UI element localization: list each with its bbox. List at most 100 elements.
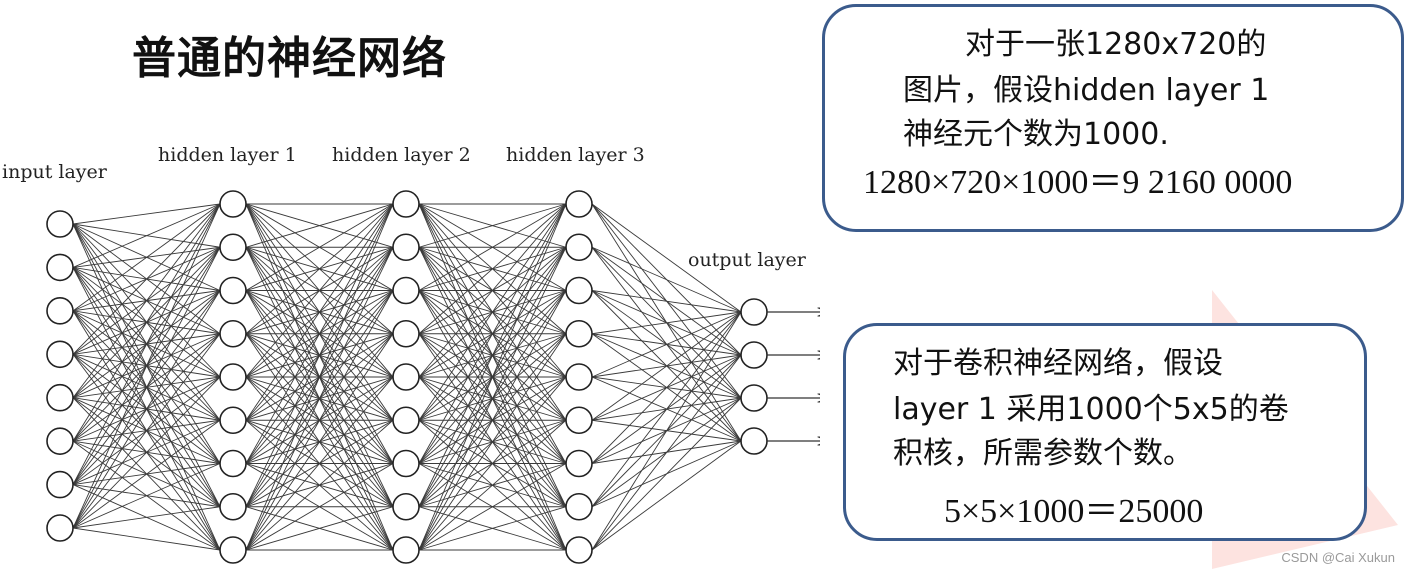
neuron-node bbox=[565, 406, 593, 435]
connection-line bbox=[418, 203, 567, 507]
connection-line bbox=[72, 203, 221, 355]
connection-line bbox=[245, 247, 394, 551]
connection-line bbox=[418, 203, 567, 335]
connection-line bbox=[72, 203, 221, 442]
neuron-node bbox=[46, 383, 74, 412]
neuron-node bbox=[219, 492, 247, 521]
connection-line bbox=[245, 333, 394, 551]
connection-line bbox=[72, 463, 221, 529]
neuron-node bbox=[565, 492, 593, 521]
fully-connected-callout: 对于一张1280x720的 图片，假设hidden layer 1 神经元个数为… bbox=[822, 4, 1404, 232]
callout-line: 神经元个数为1000. bbox=[903, 117, 1169, 152]
connection-line bbox=[418, 203, 567, 378]
connection-line bbox=[418, 203, 567, 291]
connection-lines bbox=[72, 203, 742, 551]
neuron-node bbox=[219, 276, 247, 305]
neuron-node bbox=[46, 427, 74, 455]
connection-line bbox=[72, 203, 221, 312]
output-arrows bbox=[767, 312, 820, 441]
connection-line bbox=[418, 376, 567, 551]
neuron-node bbox=[219, 190, 247, 218]
callout-line: 对于卷积神经网络，假设 bbox=[893, 346, 1223, 381]
connection-line bbox=[72, 203, 221, 398]
neuron-node bbox=[392, 406, 420, 435]
neuron-node bbox=[219, 319, 247, 348]
neuron-node bbox=[740, 384, 768, 412]
connection-line bbox=[245, 376, 394, 551]
neuron-node bbox=[565, 233, 593, 262]
connection-line bbox=[245, 203, 394, 378]
connection-line bbox=[591, 311, 742, 464]
neuron-node bbox=[392, 363, 420, 391]
connection-line bbox=[72, 203, 221, 225]
connection-line bbox=[245, 203, 394, 291]
neuron-node bbox=[392, 276, 420, 305]
connection-line bbox=[418, 247, 567, 551]
neuron-node bbox=[46, 297, 74, 325]
neuron-node bbox=[565, 190, 593, 218]
parameter-formula: 5×5×1000＝25000 bbox=[944, 493, 1204, 530]
connection-line bbox=[418, 203, 567, 421]
connection-line bbox=[418, 333, 567, 551]
connection-line bbox=[591, 311, 742, 551]
connection-line bbox=[72, 376, 221, 529]
neuron-node bbox=[740, 341, 768, 369]
connection-line bbox=[418, 203, 567, 464]
connection-line bbox=[72, 419, 221, 529]
input-layer-label: input layer bbox=[2, 161, 108, 183]
neuron-node bbox=[392, 190, 420, 218]
neuron-node bbox=[219, 233, 247, 262]
neuron-node bbox=[565, 363, 593, 391]
neuron-node bbox=[392, 449, 420, 478]
connection-line bbox=[418, 419, 567, 551]
connection-line bbox=[72, 333, 221, 529]
connection-line bbox=[72, 290, 221, 529]
neuron-node bbox=[392, 492, 420, 521]
connection-line bbox=[418, 463, 567, 551]
connection-line bbox=[245, 203, 394, 421]
connection-line bbox=[591, 397, 742, 551]
callout-line: 积核，所需参数个数。 bbox=[893, 436, 1193, 471]
neuron-nodes bbox=[46, 190, 768, 564]
connection-line bbox=[72, 203, 221, 529]
connection-line bbox=[418, 203, 567, 551]
connection-line bbox=[72, 203, 221, 485]
connection-line bbox=[591, 311, 742, 335]
connection-line bbox=[418, 290, 567, 551]
connection-line bbox=[245, 419, 394, 551]
connection-line bbox=[245, 203, 394, 464]
connection-line bbox=[591, 311, 742, 508]
connection-line bbox=[591, 311, 742, 421]
callout-line: 对于一张1280x720的 bbox=[965, 27, 1267, 62]
neuron-node bbox=[219, 449, 247, 478]
connection-line bbox=[245, 463, 394, 551]
neuron-node bbox=[740, 427, 768, 455]
neuron-node bbox=[46, 210, 74, 238]
neuron-node bbox=[565, 449, 593, 478]
neuron-node bbox=[46, 514, 74, 542]
connection-line bbox=[418, 203, 567, 248]
connection-line bbox=[591, 203, 742, 313]
hidden-layer-2-label: hidden layer 2 bbox=[332, 144, 471, 166]
neuron-node bbox=[219, 363, 247, 391]
connection-line bbox=[72, 527, 221, 551]
connection-line bbox=[245, 203, 394, 335]
neural-network-diagram: input layer hidden layer 1 hidden layer … bbox=[2, 144, 820, 564]
connection-line bbox=[591, 290, 742, 313]
connection-line bbox=[591, 246, 742, 313]
connection-line bbox=[245, 203, 394, 507]
connection-line bbox=[245, 506, 394, 551]
connection-line bbox=[245, 290, 394, 551]
parameter-formula: 1280×720×1000＝9 2160 0000 bbox=[863, 164, 1293, 201]
neuron-node bbox=[219, 536, 247, 564]
hidden-layer-3-label: hidden layer 3 bbox=[506, 144, 645, 166]
neuron-node bbox=[565, 536, 593, 564]
neuron-node bbox=[565, 319, 593, 348]
connection-line bbox=[72, 203, 221, 268]
connection-line bbox=[72, 247, 221, 529]
neuron-node bbox=[740, 298, 768, 326]
slide-title: 普通的神经网络 bbox=[132, 33, 447, 84]
connection-line bbox=[591, 311, 742, 378]
connection-line bbox=[245, 203, 394, 248]
connection-line bbox=[72, 506, 221, 529]
